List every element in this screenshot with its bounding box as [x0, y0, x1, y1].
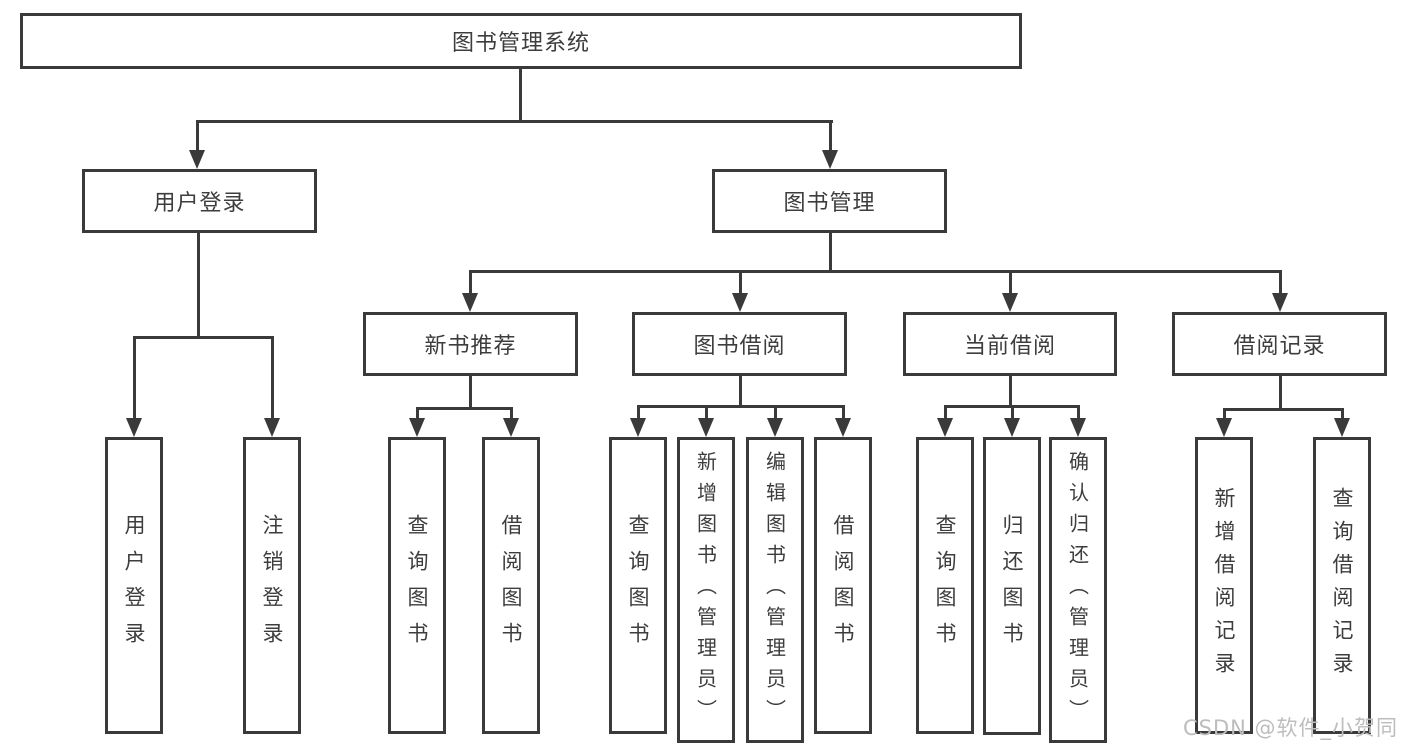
- connector-line: [829, 233, 832, 273]
- leaf-add-books-admin: 新增图书（管理员）: [677, 437, 735, 743]
- connector-line: [705, 405, 708, 419]
- arrow-down-icon: [822, 150, 838, 169]
- leaf-return-books: 归还图书: [983, 437, 1041, 735]
- node-book-borrowing: 图书借阅: [632, 312, 847, 376]
- leaf-query-borrow-record: 查询借阅记录: [1313, 437, 1371, 734]
- leaf-borrow-books: 借阅图书: [814, 437, 872, 734]
- connector-line: [944, 405, 947, 419]
- node-current-borrowing: 当前借阅: [903, 312, 1117, 376]
- connector-line: [1279, 376, 1282, 410]
- connector-line: [416, 407, 419, 419]
- connector-line: [1223, 408, 1226, 419]
- connector-line: [842, 405, 845, 419]
- connector-line: [510, 407, 513, 419]
- connector-line: [133, 336, 136, 419]
- connector-line: [469, 376, 472, 410]
- connector-line: [1223, 408, 1344, 411]
- leaf-query-books: 查询图书: [916, 437, 974, 734]
- csdn-watermark: CSDN @软件_小贺同学: [1183, 716, 1399, 747]
- connector-line: [1009, 270, 1012, 294]
- leaf-query-books: 查询图书: [609, 437, 667, 734]
- arrow-down-icon: [1216, 418, 1232, 437]
- connector-line: [271, 336, 274, 419]
- arrow-down-icon: [835, 418, 851, 437]
- node-new-book-recommend: 新书推荐: [363, 312, 578, 376]
- leaf-user-login: 用户登录: [105, 437, 163, 734]
- arrow-down-icon: [1002, 293, 1018, 312]
- connector-line: [416, 407, 513, 410]
- connector-line: [1077, 405, 1080, 419]
- connector-line: [1009, 376, 1012, 408]
- connector-line: [1011, 405, 1014, 419]
- connector-line: [1279, 270, 1282, 294]
- arrow-down-icon: [937, 418, 953, 437]
- connector-line: [739, 376, 742, 408]
- arrow-down-icon: [462, 293, 478, 312]
- connector-line: [1341, 408, 1344, 419]
- arrow-down-icon: [126, 418, 142, 437]
- connector-line: [133, 336, 274, 339]
- connector-line: [197, 233, 200, 339]
- leaf-query-books: 查询图书: [388, 437, 446, 734]
- connector-line: [519, 69, 522, 123]
- arrow-down-icon: [503, 418, 519, 437]
- arrow-down-icon: [732, 293, 748, 312]
- connector-line: [469, 270, 1282, 273]
- node-user-login: 用户登录: [82, 169, 317, 233]
- connector-line: [637, 405, 845, 408]
- connector-line: [774, 405, 777, 419]
- leaf-confirm-return-admin: 确认归还（管理员）: [1049, 437, 1107, 743]
- connector-line: [829, 120, 832, 152]
- connector-line: [196, 120, 199, 152]
- connector-line: [196, 120, 833, 123]
- node-borrowing-records: 借阅记录: [1172, 312, 1387, 376]
- leaf-borrow-books: 借阅图书: [482, 437, 540, 734]
- arrow-down-icon: [630, 418, 646, 437]
- arrow-down-icon: [409, 418, 425, 437]
- connector-line: [739, 270, 742, 294]
- node-book-management: 图书管理: [712, 169, 947, 233]
- leaf-logout: 注销登录: [243, 437, 301, 734]
- connector-line: [469, 270, 472, 294]
- arrow-down-icon: [1004, 418, 1020, 437]
- arrow-down-icon: [1272, 293, 1288, 312]
- connector-line: [637, 405, 640, 419]
- leaf-edit-books-admin: 编辑图书（管理员）: [746, 437, 804, 743]
- leaf-add-borrow-record: 新增借阅记录: [1195, 437, 1253, 734]
- node-library-management-system: 图书管理系统: [20, 13, 1022, 69]
- arrow-down-icon: [264, 418, 280, 437]
- arrow-down-icon: [1334, 418, 1350, 437]
- arrow-down-icon: [698, 418, 714, 437]
- arrow-down-icon: [767, 418, 783, 437]
- arrow-down-icon: [189, 150, 205, 169]
- arrow-down-icon: [1070, 418, 1086, 437]
